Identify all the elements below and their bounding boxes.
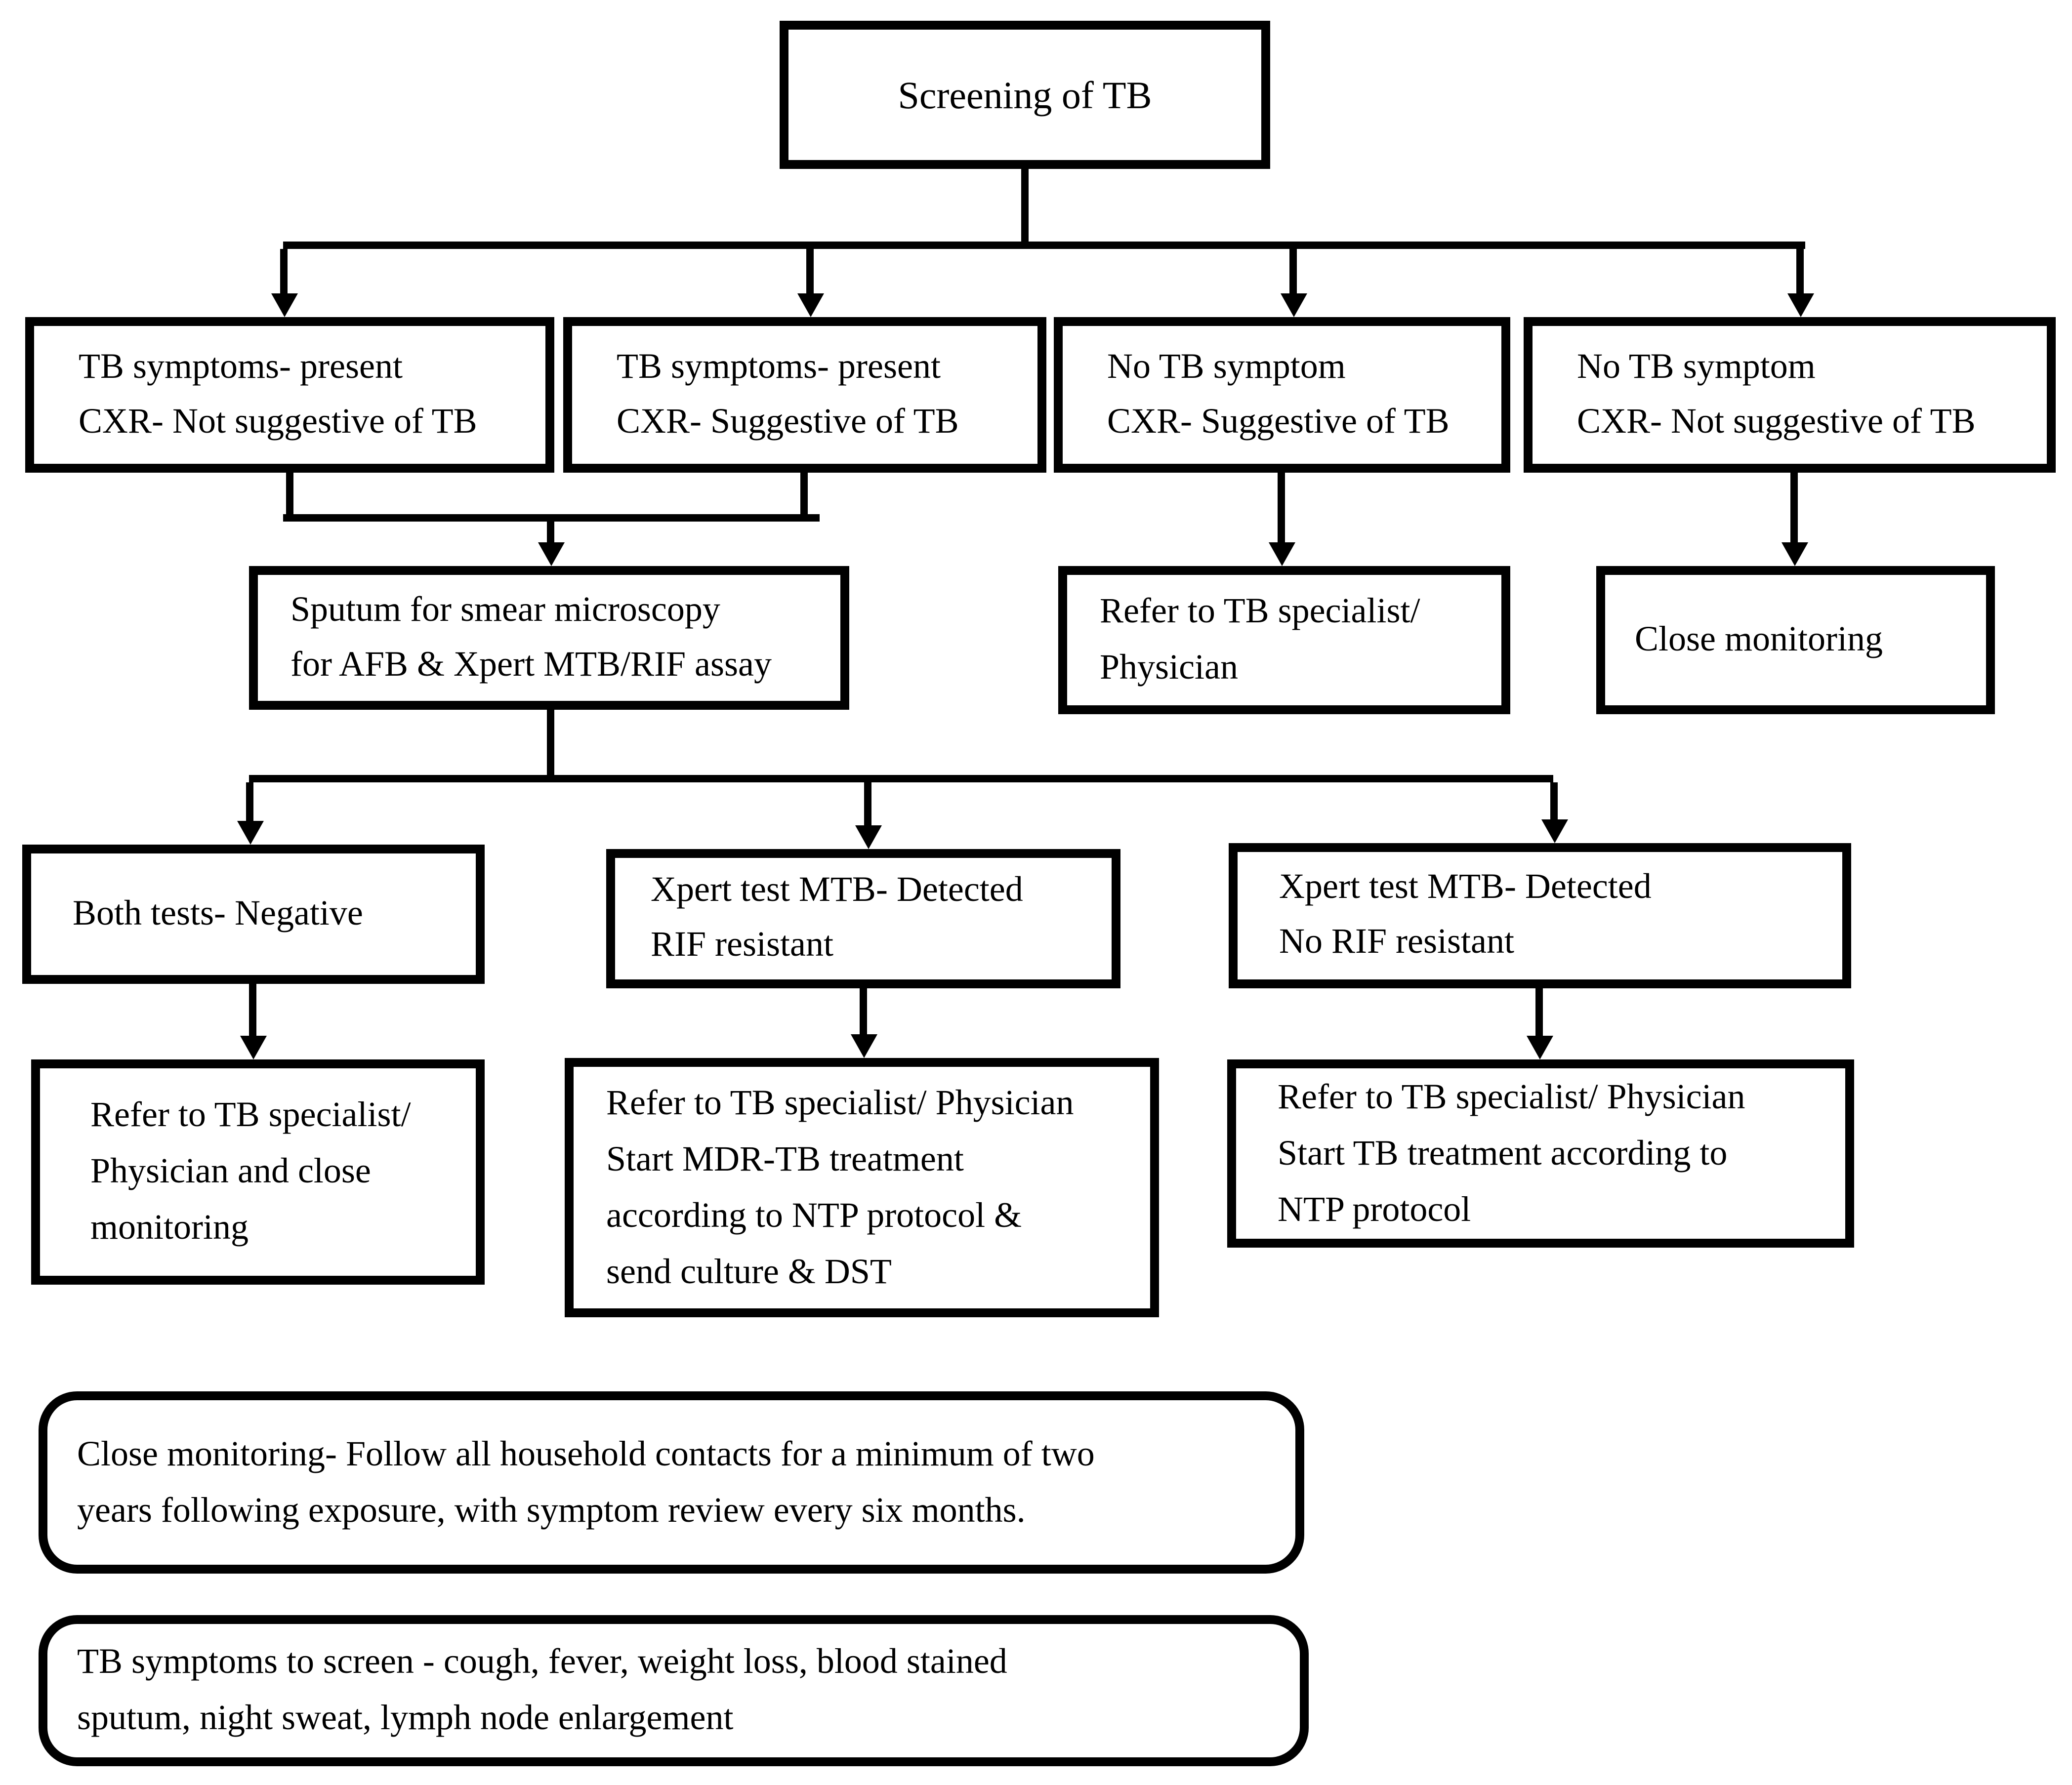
text-line: CXR- Not suggestive of TB (79, 402, 477, 441)
connector-drop-2 (806, 249, 814, 295)
node-close-monitoring: Close monitoring (1596, 566, 1995, 714)
connector-merge-bar (283, 514, 820, 522)
connector-drop-4 (1796, 249, 1804, 295)
text-line: Both tests- Negative (73, 894, 363, 933)
text-line: No RIF resistant (1279, 923, 1515, 962)
arrowhead-down (1527, 1036, 1553, 1059)
text-line: send culture & DST (606, 1253, 892, 1292)
connector-norif-to-tb-treatment (1535, 988, 1543, 1037)
node-sputum-smear-xpert: Sputum for smear microscopy for AFB & Xp… (249, 566, 849, 710)
text-line: No TB symptom (1107, 347, 1346, 386)
connector-split-3 (1550, 782, 1558, 821)
text-line: Physician and close (90, 1153, 371, 1191)
text-line: Xpert test MTB- Detected (1279, 868, 1652, 907)
connector-drop-3 (1289, 249, 1297, 295)
node-refer-specialist-close-monitoring: Refer to TB specialist/ Physician and cl… (31, 1059, 485, 1285)
text-line: Refer to TB specialist/ Physician (606, 1084, 1074, 1123)
arrowhead-down (240, 1036, 267, 1059)
arrowhead-down (855, 825, 882, 849)
text-line: for AFB & Xpert MTB/RIF assay (290, 645, 772, 684)
node-refer-specialist-start-mdr-tb-treatment: Refer to TB specialist/ Physician Start … (565, 1058, 1159, 1317)
text-line: TB symptoms to screen - cough, fever, we… (77, 1643, 1007, 1682)
text-line: TB symptoms- present (617, 347, 941, 386)
node-tb-symptoms-present-cxr-suggestive: TB symptoms- present CXR- Suggestive of … (563, 317, 1046, 473)
connector-split-bar (249, 775, 1553, 782)
text-line: CXR- Not suggestive of TB (1577, 402, 1976, 441)
text-line: RIF resistant (651, 926, 833, 965)
note-tb-symptoms-to-screen: TB symptoms to screen - cough, fever, we… (39, 1615, 1309, 1766)
arrowhead-down (538, 542, 565, 566)
text-line: according to NTP protocol & (606, 1196, 1022, 1235)
text-line: Physician (1100, 649, 1238, 688)
text-line: Xpert test MTB- Detected (651, 871, 1023, 910)
node-both-tests-negative: Both tests- Negative (22, 845, 485, 984)
text-line: CXR- Suggestive of TB (1107, 402, 1450, 441)
arrowhead-down (271, 293, 298, 317)
arrowhead-down (797, 293, 824, 317)
text-line: No TB symptom (1577, 347, 1816, 386)
connector-split-1 (246, 782, 253, 822)
arrowhead-down (1787, 293, 1814, 317)
text-line: sputum, night sweat, lymph node enlargem… (77, 1700, 734, 1738)
connector-negative-to-refer (249, 984, 256, 1037)
text-line: Close monitoring (1635, 620, 1883, 659)
node-tb-symptoms-present-cxr-not-suggestive: TB symptoms- present CXR- Not suggestive… (25, 317, 554, 473)
connector-merge-arrow-shaft (547, 522, 554, 544)
arrowhead-down (1782, 542, 1808, 566)
connector-merge-right (800, 473, 808, 522)
text-line: Close monitoring- Follow all household c… (77, 1435, 1095, 1474)
node-xpert-mtb-detected-rif-resistant: Xpert test MTB- Detected RIF resistant (606, 849, 1120, 988)
text-line: Start MDR-TB treatment (606, 1140, 964, 1179)
arrowhead-down (1269, 542, 1295, 566)
text-line: monitoring (90, 1209, 249, 1248)
connector-top-bar (283, 242, 1805, 249)
text-line: TB symptoms- present (79, 347, 403, 386)
connector-split-2 (864, 782, 871, 827)
connector-rif-to-mdr-treatment (860, 988, 867, 1036)
connector-merge-left (286, 473, 293, 522)
text-line: NTP protocol (1278, 1190, 1471, 1229)
connector-sputum-stem (547, 710, 554, 782)
text-line: Start TB treatment according to (1278, 1134, 1728, 1173)
connector-drop-1 (280, 249, 288, 295)
arrowhead-down (1281, 293, 1307, 317)
arrowhead-down (1541, 819, 1568, 843)
text-line: Screening of TB (898, 73, 1152, 117)
node-refer-specialist-start-tb-treatment: Refer to TB specialist/ Physician Start … (1227, 1059, 1854, 1248)
note-close-monitoring-definition: Close monitoring- Follow all household c… (39, 1391, 1304, 1574)
text-line: Refer to TB specialist/ (1100, 593, 1420, 631)
node-refer-tb-specialist: Refer to TB specialist/ Physician (1058, 566, 1510, 714)
node-no-tb-symptom-cxr-suggestive: No TB symptom CXR- Suggestive of TB (1054, 317, 1510, 473)
text-line: years following exposure, with symptom r… (77, 1491, 1026, 1530)
arrowhead-down (851, 1034, 877, 1058)
text-line: Sputum for smear microscopy (290, 590, 720, 629)
text-line: CXR- Suggestive of TB (617, 402, 959, 441)
node-no-tb-symptom-cxr-not-suggestive: No TB symptom CXR- Not suggestive of TB (1524, 317, 2056, 473)
node-screening-of-tb: Screening of TB (780, 21, 1270, 169)
connector-to-close-monitoring (1790, 473, 1798, 544)
arrowhead-down (237, 821, 264, 845)
connector-to-refer-specialist (1278, 473, 1285, 544)
connector-screening-stem (1021, 169, 1029, 249)
node-xpert-mtb-detected-no-rif-resistant: Xpert test MTB- Detected No RIF resistan… (1229, 843, 1851, 988)
text-line: Refer to TB specialist/ Physician (1278, 1078, 1745, 1117)
text-line: Refer to TB specialist/ (90, 1096, 411, 1135)
